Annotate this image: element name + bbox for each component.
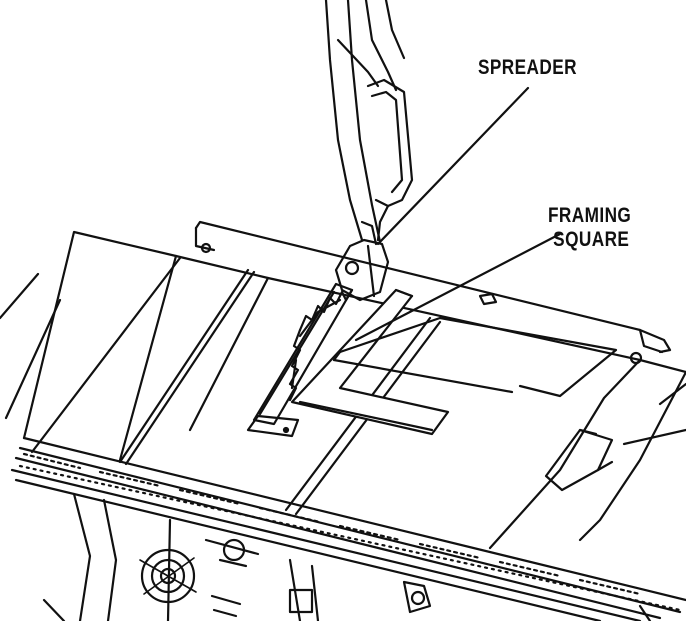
height-adjust-knob bbox=[206, 540, 258, 616]
framing-square-label-line2: SQUARE bbox=[548, 228, 631, 252]
framing-square-label-line1: FRAMING bbox=[548, 204, 631, 228]
framing-square-leader-line bbox=[356, 234, 560, 340]
blade-guard-arm bbox=[326, 0, 412, 244]
front-rail bbox=[12, 438, 686, 621]
framing-square-label: FRAMING SQUARE bbox=[548, 204, 631, 252]
spreader-label: SPREADER bbox=[478, 56, 577, 80]
spreader bbox=[336, 240, 388, 300]
